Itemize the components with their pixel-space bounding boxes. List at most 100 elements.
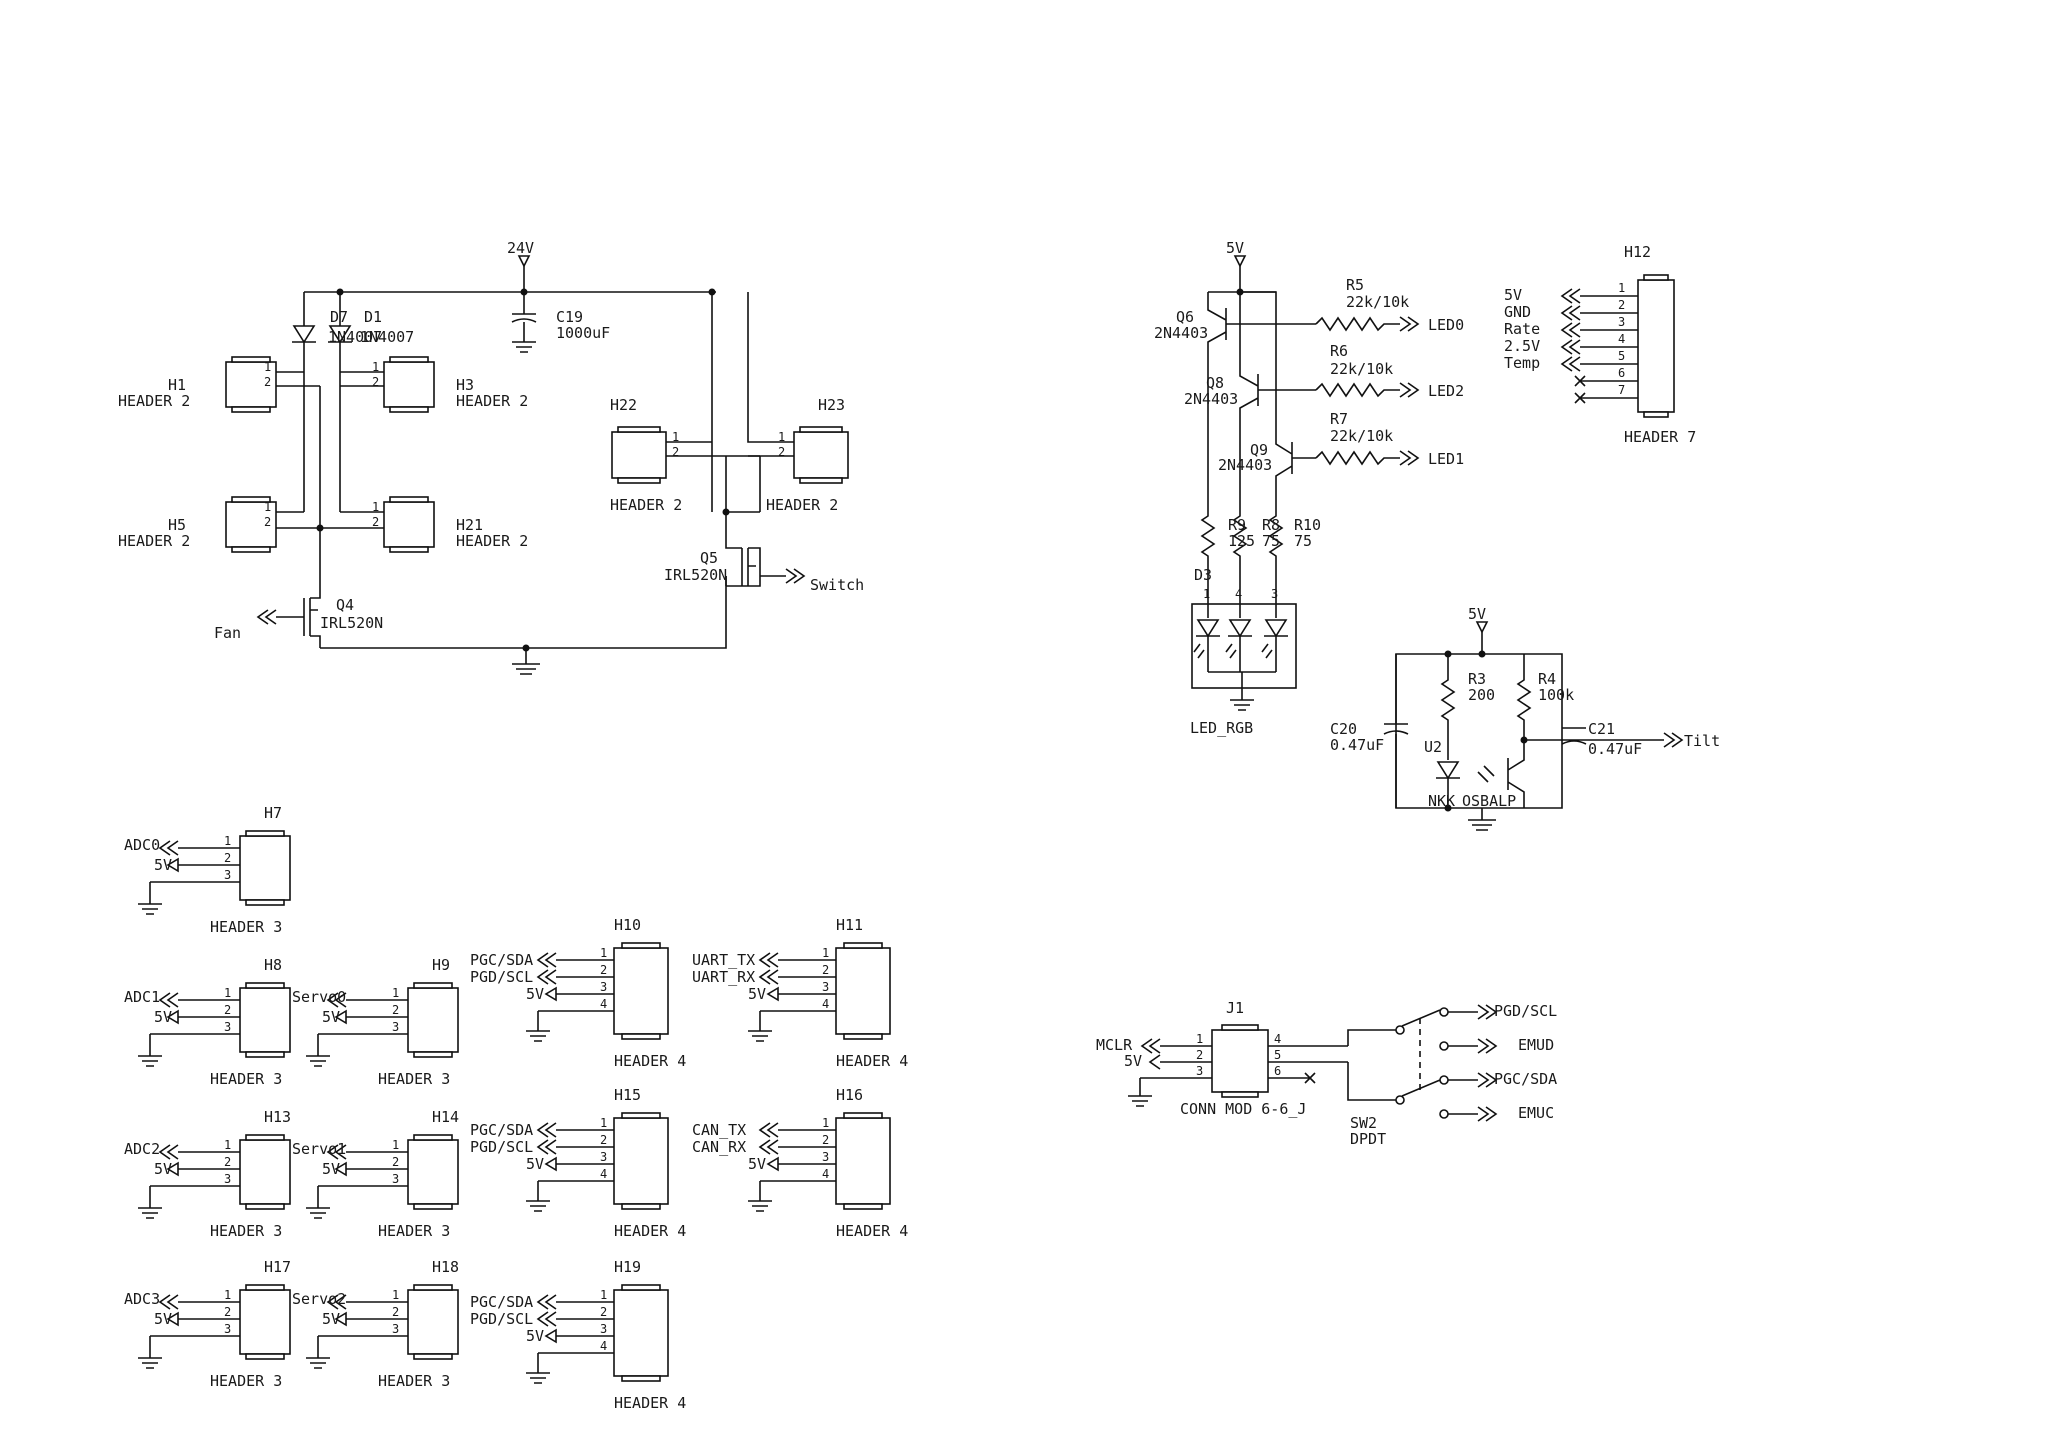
q5-part: IRL520N	[664, 566, 727, 584]
header4-ref: H15	[614, 1086, 641, 1104]
h12-pin: 6	[1618, 366, 1625, 380]
header4-pin: 2	[822, 963, 829, 977]
tilt-net-label: Tilt	[1684, 732, 1720, 750]
led-green	[1228, 619, 1252, 638]
header3-pin: 1	[392, 1138, 399, 1152]
header4-tab	[621, 1375, 661, 1382]
header4-body	[613, 1117, 669, 1205]
tilt-net-arrow	[1663, 732, 1684, 748]
signal-net-arrow	[326, 1294, 347, 1310]
j1-pin-wires	[1140, 1045, 1348, 1079]
sw2-pole	[1395, 1095, 1405, 1105]
header4-pin: 4	[600, 1167, 607, 1181]
h3-part: HEADER 2	[456, 392, 528, 410]
connector-j1-tab	[1221, 1091, 1259, 1098]
h12-net: GND	[1504, 303, 1531, 321]
header3-part: HEADER 3	[210, 1372, 282, 1390]
supply-net-arrow	[544, 986, 557, 1002]
header3-signal: Servo1	[292, 1140, 346, 1158]
header3-tab	[245, 899, 285, 906]
header4-part: HEADER 4	[614, 1394, 686, 1412]
r8-value: 75	[1262, 532, 1280, 550]
sw2-throw	[1439, 1007, 1449, 1017]
h1-pin: 1	[264, 360, 271, 374]
header4-part: HEADER 4	[836, 1052, 908, 1070]
header3-wires	[317, 999, 408, 1056]
j1-pin: 4	[1274, 1032, 1281, 1046]
header3-pin: 3	[224, 1020, 231, 1034]
header4-pin: 1	[822, 1116, 829, 1130]
mosfet-q5	[725, 512, 761, 587]
header4-signal: CAN_TX	[692, 1121, 746, 1139]
h1-pin: 2	[264, 375, 271, 389]
led-rgb-d3	[1191, 603, 1297, 689]
header4-pin: 3	[600, 1150, 607, 1164]
header4-tab	[621, 1284, 661, 1291]
header3-tab	[245, 1051, 285, 1058]
d3-part: LED_RGB	[1190, 719, 1253, 737]
h1-ref: H1	[168, 376, 186, 394]
r10-value: 75	[1294, 532, 1312, 550]
sw-net-arrow	[1477, 1004, 1498, 1020]
h12-pin: 4	[1618, 332, 1625, 346]
ground-symbol	[512, 341, 536, 353]
header3-pin: 3	[392, 1172, 399, 1186]
connector-j1-tab	[1221, 1024, 1259, 1031]
header4-pin: 1	[600, 1116, 607, 1130]
h5-part: HEADER 2	[118, 532, 190, 550]
header4-signal: PGD/SCL	[470, 968, 533, 986]
no-connect-marks	[1574, 375, 1586, 404]
rgb-led-section: 5V Q6 2N4403 Q8 2N4403 Q9 2N4403 R5 22k/…	[1154, 239, 1464, 737]
sw-net-arrow	[1477, 1106, 1498, 1122]
header4-signal: PGC/SDA	[470, 951, 533, 969]
header4-pin: 1	[822, 946, 829, 960]
header3-pin: 3	[392, 1322, 399, 1336]
header4-wires	[759, 1129, 836, 1201]
h12-pin: 2	[1618, 298, 1625, 312]
j1-pin: 6	[1274, 1064, 1281, 1078]
header-h22-tab	[617, 477, 661, 484]
j1-net: 5V	[1124, 1052, 1142, 1070]
r9-value: 125	[1228, 532, 1255, 550]
ground-symbol	[1128, 1078, 1152, 1107]
rail-24v-wire	[340, 266, 716, 293]
header3-part: HEADER 3	[210, 918, 282, 936]
q6-ref: Q6	[1176, 308, 1194, 326]
u2-phototransistor	[1507, 740, 1525, 808]
header3-supply: 5V	[154, 1160, 172, 1178]
header3-wires	[149, 999, 240, 1056]
header3-wires	[317, 1151, 408, 1208]
q8-ref: Q8	[1206, 374, 1224, 392]
c20-value: 0.47uF	[1330, 736, 1384, 754]
header4-pin: 2	[600, 1133, 607, 1147]
header3-body	[239, 987, 291, 1053]
q4-part: IRL520N	[320, 614, 383, 632]
q6-part: 2N4403	[1154, 324, 1208, 342]
header4-tab	[843, 942, 883, 949]
header-h5	[225, 501, 277, 548]
r3-value: 200	[1468, 686, 1495, 704]
header3-wires	[149, 1301, 240, 1358]
h12-pin: 7	[1618, 383, 1625, 397]
sw2-pole	[1395, 1025, 1405, 1035]
header3-pin: 1	[224, 1288, 231, 1302]
rail-5v-wire	[1208, 266, 1276, 293]
signal-net-arrow	[758, 969, 779, 985]
junction	[1478, 650, 1486, 658]
header3-ref: H18	[432, 1258, 459, 1276]
led-red-bar	[1196, 635, 1220, 672]
led-red	[1196, 619, 1220, 638]
signal-net-arrow	[158, 840, 179, 856]
header3-pin: 1	[224, 1138, 231, 1152]
signal-net-arrow	[326, 1144, 347, 1160]
header3-part: HEADER 3	[210, 1222, 282, 1240]
header-h1-tab	[231, 406, 271, 413]
header-h12-tab	[1643, 411, 1669, 418]
supply-net-arrow	[166, 857, 179, 873]
j1-part: CONN MOD 6-6_J	[1180, 1100, 1306, 1118]
q4-ref: Q4	[336, 596, 354, 614]
h12-net: Rate	[1504, 320, 1540, 338]
